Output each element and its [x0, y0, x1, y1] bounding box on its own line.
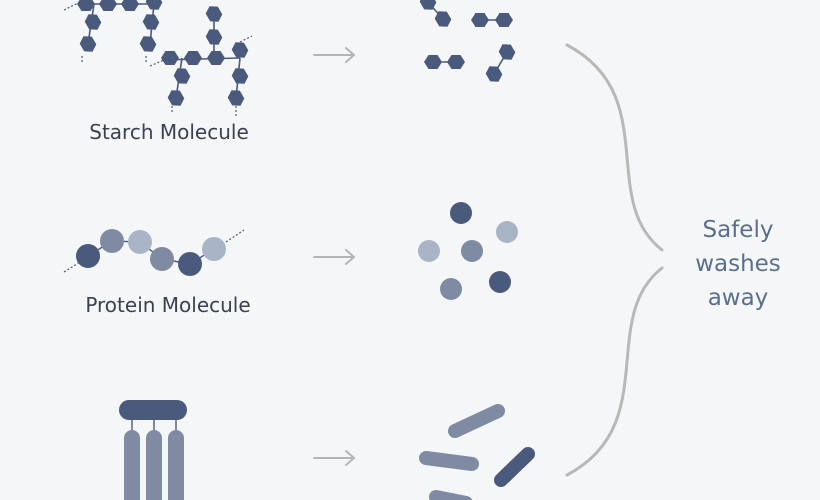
starch-molecule-label: Starch Molecule	[89, 120, 249, 144]
arrow-right-icon	[313, 450, 356, 466]
fragment-hex	[424, 55, 442, 69]
comb-tooth	[168, 430, 184, 500]
fragment-hex	[447, 55, 465, 69]
starch-hex	[171, 64, 193, 88]
free-bead	[461, 240, 483, 262]
arrow-right-icon	[313, 47, 356, 63]
starch-hex	[161, 51, 179, 65]
starch-molecule	[63, 0, 253, 116]
protein-bead	[76, 244, 100, 268]
protein-bead	[202, 237, 226, 261]
comb-fragments	[419, 404, 535, 500]
rod	[429, 490, 473, 500]
protein-bead	[150, 247, 174, 271]
comb-molecule	[119, 400, 187, 500]
starch-hex	[207, 51, 225, 65]
protein-fragments	[418, 202, 518, 300]
result-label-line: away	[707, 285, 769, 311]
protein-molecule	[63, 229, 245, 276]
rod	[448, 404, 505, 438]
protein-bead	[128, 230, 152, 254]
fragment-hex	[496, 40, 518, 64]
rod	[494, 447, 535, 487]
free-bead	[489, 271, 511, 293]
comb-tooth	[124, 430, 140, 500]
protein-molecule-label: Protein Molecule	[85, 293, 251, 317]
fragment-hex	[495, 13, 513, 27]
starch-hex	[137, 32, 159, 56]
free-bead	[496, 221, 518, 243]
result-label-line: Safely	[702, 217, 774, 243]
starch-hex	[229, 64, 251, 88]
starch-hex	[121, 0, 139, 11]
fragment-hex	[483, 62, 505, 86]
curly-bracket-icon	[565, 43, 664, 477]
starch-hex	[77, 32, 99, 56]
fragment-hex	[471, 13, 489, 27]
free-bead	[450, 202, 472, 224]
rod	[419, 451, 479, 471]
comb-head	[119, 400, 187, 420]
result-label: Safely washes away	[692, 213, 784, 315]
starch-hex	[165, 86, 187, 110]
protein-bead	[100, 229, 124, 253]
starch-fragments	[417, 0, 518, 86]
protein-bead	[178, 252, 202, 276]
starch-hex	[99, 0, 117, 11]
arrow-right-icon	[313, 249, 356, 265]
free-bead	[440, 278, 462, 300]
free-bead	[418, 240, 440, 262]
starch-hex	[184, 51, 202, 65]
starch-hex	[77, 0, 95, 11]
comb-tooth	[146, 430, 162, 500]
result-label-line: washes	[695, 251, 781, 277]
